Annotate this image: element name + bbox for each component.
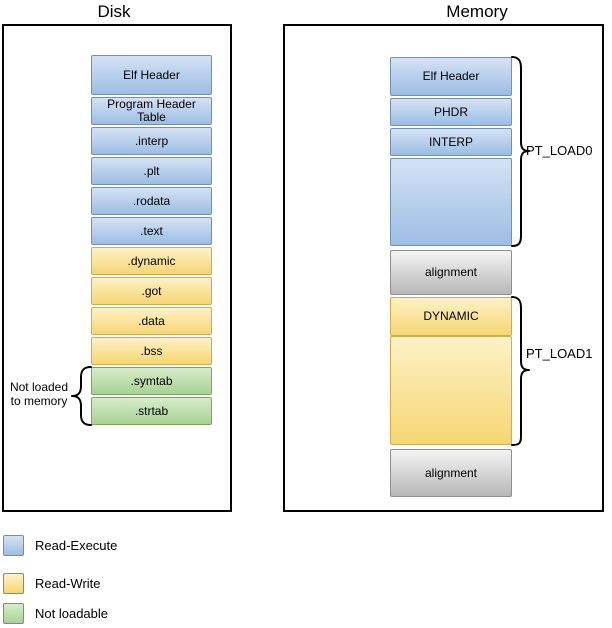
legend-item-not-loadable: Not loadable [3,603,108,624]
not-loaded-annotation: Not loaded to memory [6,380,72,408]
read-write-label: Read-Write [35,576,101,591]
memory-box-elf-header: Elf Header [390,57,512,96]
pt-load1-label: PT_LOAD1 [526,346,593,361]
not-loadable-swatch [3,603,24,624]
disk-box-text: .text [91,217,212,245]
memory-panel-title: Memory [446,2,508,21]
memory-box-interp: INTERP [390,128,512,156]
disk-box-plt: .plt [91,157,212,185]
disk-box-interp: .interp [91,127,212,155]
disk-box-bss: .bss [91,337,212,365]
read-execute-swatch [3,535,24,556]
memory-box-load1-body [390,336,512,445]
disk-box-rodata: .rodata [91,187,212,215]
disk-box-data: .data [91,307,212,335]
pt-load0-label: PT_LOAD0 [526,143,593,158]
disk-box-program-header-table: Program Header Table [91,97,212,125]
legend-item-read-write: Read-Write [3,573,101,594]
not-loadable-label: Not loadable [35,606,108,621]
not-loaded-annotation-line1: Not loaded [9,380,69,394]
disk-box-symtab: .symtab [91,367,212,395]
memory-box-load0-body [390,158,512,246]
disk-panel-title: Disk [97,2,131,21]
read-write-swatch [3,573,24,594]
disk-box-dynamic: .dynamic [91,247,212,275]
disk-box-got: .got [91,277,212,305]
not-loaded-annotation-line2: to memory [10,394,68,408]
memory-box-alignment-2: alignment [390,449,512,497]
memory-box-phdr: PHDR [390,98,512,126]
disk-box-strtab: .strtab [91,397,212,425]
disk-box-elf-header: Elf Header [91,55,212,95]
legend-item-read-execute: Read-Execute [3,535,117,556]
memory-box-alignment-1: alignment [390,250,512,295]
read-execute-label: Read-Execute [35,538,118,553]
memory-box-dynamic: DYNAMIC [390,297,512,336]
